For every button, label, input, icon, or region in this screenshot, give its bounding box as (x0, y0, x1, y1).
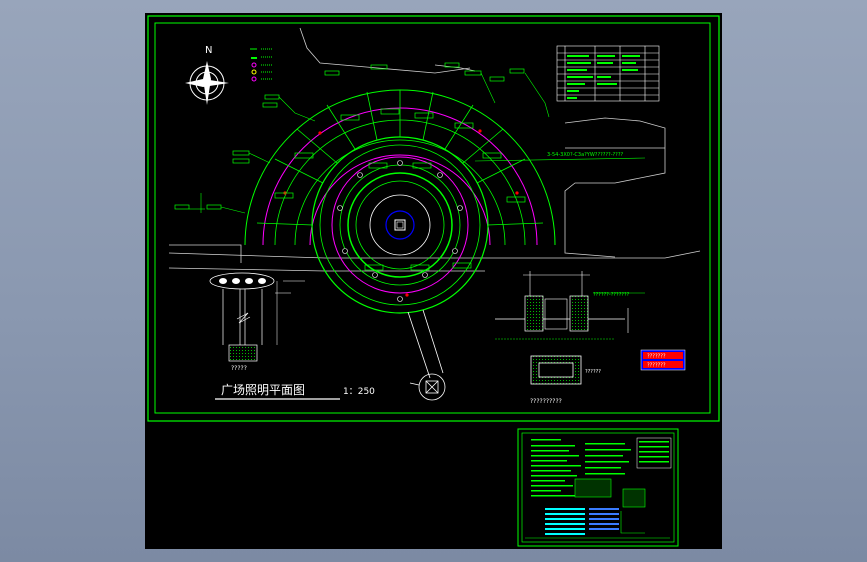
leader-lines (189, 72, 550, 214)
cable-note: 3-54-3X0?-C3a?YW??????-???? (474, 152, 646, 162)
foundation-caption: ?????????? (530, 398, 562, 405)
north-arrow: N (185, 45, 229, 105)
foundation-detail: ??????-??????? ?????????? ?????? (495, 271, 645, 405)
stamp-line-1: ??????? (647, 354, 666, 360)
drawing-scale: 1：250 (343, 387, 375, 397)
legend (250, 48, 273, 82)
foundation-side-note: ?????? (585, 369, 601, 375)
equipment-schedule-table (556, 45, 660, 102)
lamp-detail-caption: ????? (231, 365, 247, 372)
detail-note-text: ??????-??????? (593, 292, 630, 298)
cad-viewport[interactable]: N (145, 13, 722, 549)
site-boundary-lines (168, 27, 701, 272)
drawing-title-block: 广场照明平面图 1：250 (215, 383, 375, 400)
lamp-pole-detail: ????? (209, 272, 305, 372)
light-fixtures (337, 160, 463, 302)
main-sheet-frame (147, 15, 720, 422)
revision-stamp: ??????? ??????? (640, 349, 686, 371)
stamp-line-2: ??????? (647, 363, 666, 369)
cad-drawing: N (147, 15, 720, 547)
north-label: N (205, 45, 212, 56)
radial-segments (256, 90, 544, 226)
table-marks (567, 55, 640, 99)
cable-note-text: 3-54-3X0?-C3a?YW??????-???? (547, 152, 623, 158)
drawing-title: 广场照明平面图 (221, 383, 305, 397)
annotation-tags (174, 62, 526, 271)
entrance-path (407, 309, 446, 401)
secondary-sheet (517, 428, 679, 547)
